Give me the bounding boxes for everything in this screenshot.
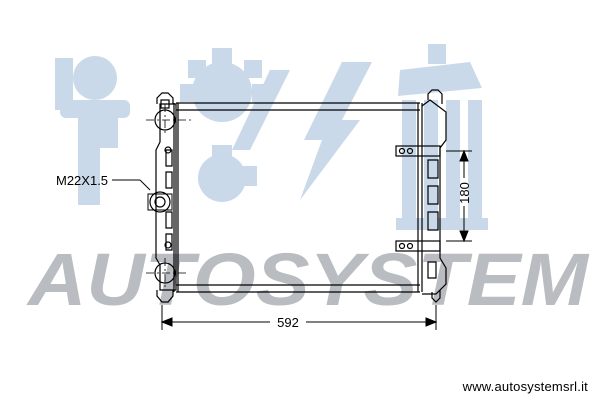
- watermark-graphics: [55, 44, 488, 230]
- website-url[interactable]: www.autosystemsrl.it: [462, 379, 588, 394]
- upper-bracket: [395, 145, 441, 157]
- width-dimension-line: [160, 305, 438, 330]
- centerlines: [146, 104, 194, 290]
- watermark-figure-icon: [55, 56, 130, 205]
- watermark-building-icon: [396, 44, 488, 230]
- width-dimension-label: 592: [277, 315, 299, 330]
- thread-label: M22X1.5: [56, 173, 108, 188]
- height-dimension-line: [446, 149, 472, 243]
- lower-bracket: [395, 240, 441, 252]
- thread-callout: [112, 179, 151, 191]
- drain-fitting: [147, 191, 173, 213]
- height-dimension-label: 180: [457, 182, 472, 204]
- watermark-brand-text: AUTOSYSTEM: [26, 238, 590, 321]
- right-tank: [417, 89, 447, 303]
